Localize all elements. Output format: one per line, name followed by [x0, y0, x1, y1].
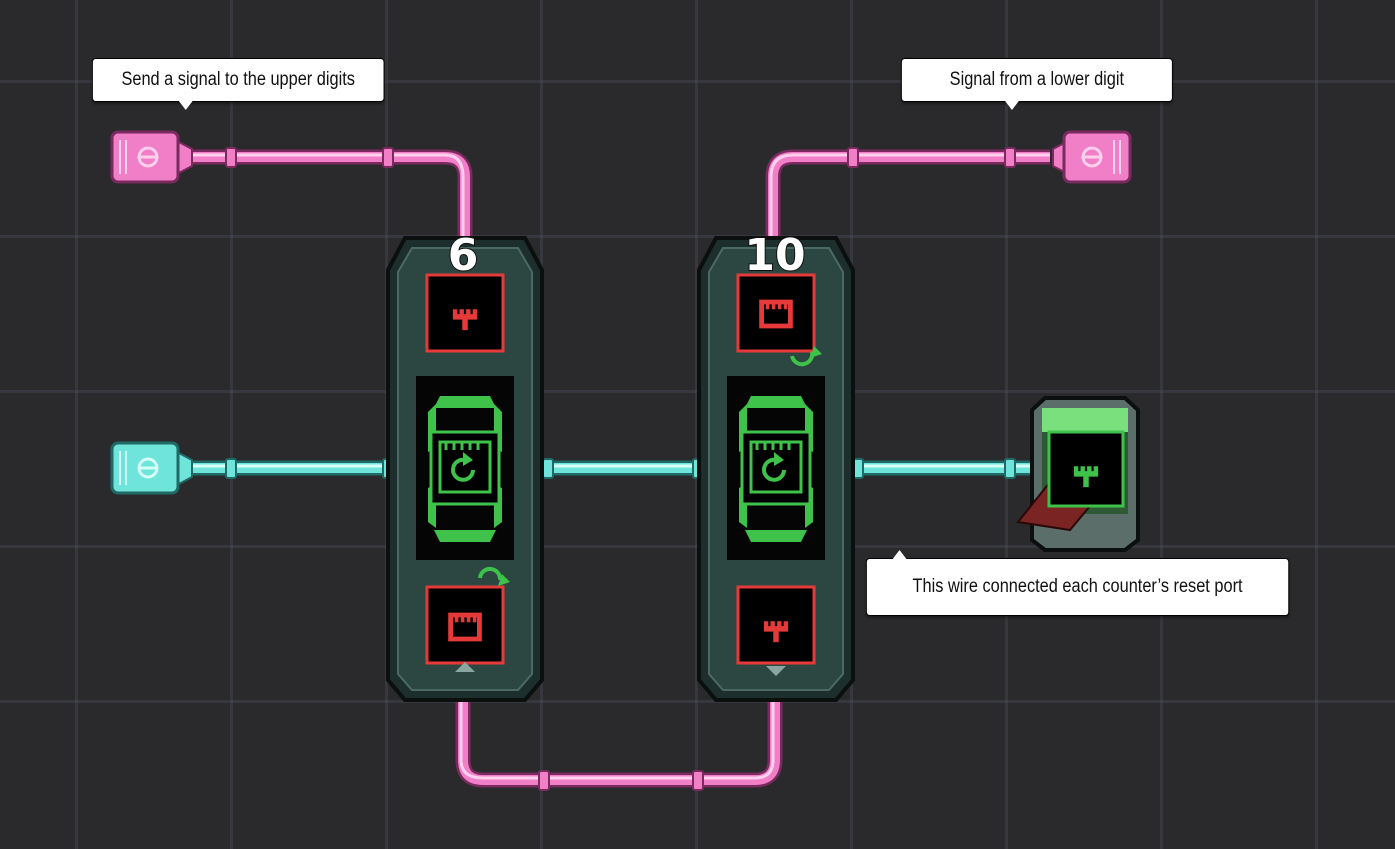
input-connector-icon[interactable] [1052, 130, 1132, 184]
signal-wire-upper-left[interactable] [190, 147, 473, 238]
tooltip-reset-wire: This wire connected each counter’s reset… [866, 550, 1290, 616]
counter-2-input-port-icon[interactable] [736, 273, 822, 367]
counter-module-2[interactable]: 10 [697, 229, 855, 702]
counter-2-reset-icon[interactable] [740, 430, 812, 506]
counter-1-value: 6 [448, 230, 479, 281]
tooltip-lower-digit: Signal from a lower digit [901, 58, 1173, 110]
signal-wire-upper-right[interactable] [765, 147, 1050, 238]
counter-2-value: 10 [744, 230, 805, 281]
counter-2-output-port-icon[interactable] [736, 585, 816, 676]
tooltip-upper-digits: Send a signal to the upper digits [92, 58, 385, 110]
counter-1-reset-icon[interactable] [429, 430, 501, 506]
reset-wire[interactable] [190, 458, 1040, 479]
reset-connector-icon[interactable] [110, 441, 193, 495]
counter-1-input-port-icon[interactable] [425, 273, 505, 353]
counter-module-1[interactable]: 6 [386, 229, 544, 702]
signal-wire-bottom[interactable] [455, 700, 783, 791]
output-connector-icon[interactable] [110, 130, 193, 184]
counter-1-output-port-icon[interactable] [425, 567, 510, 672]
toggle-switch-icon[interactable] [1016, 396, 1140, 552]
